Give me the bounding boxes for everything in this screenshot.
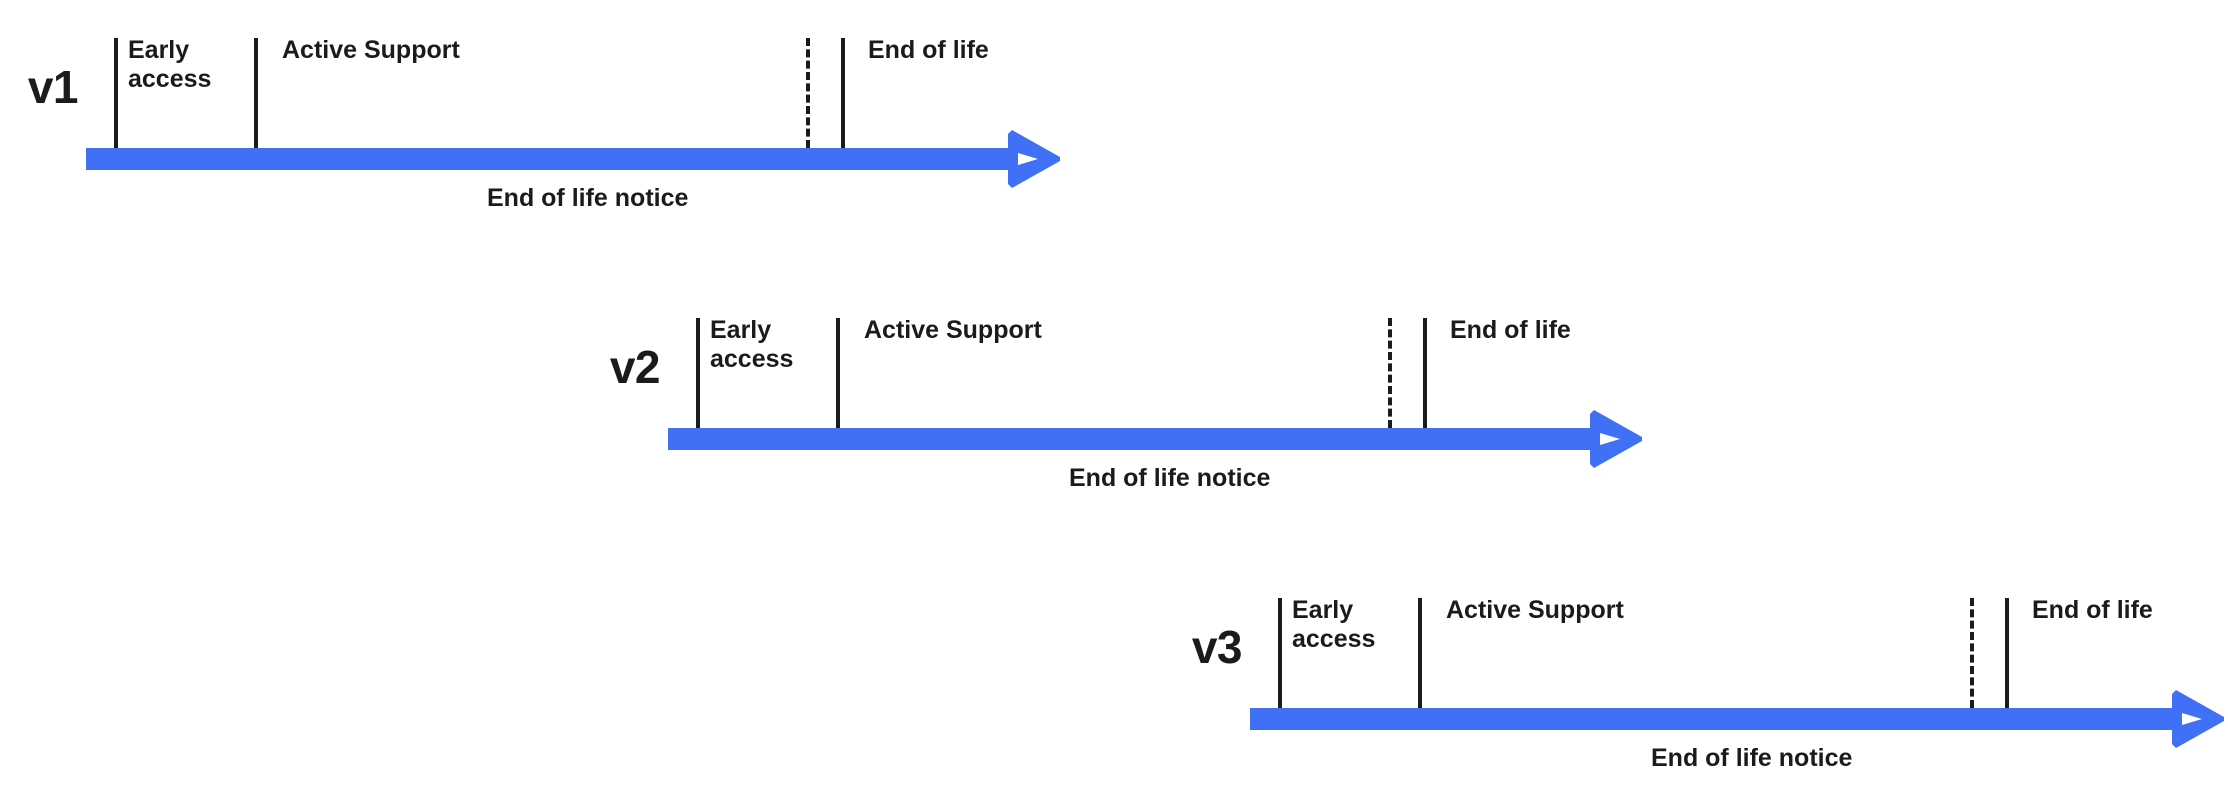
version-label-v1: v1 — [27, 61, 79, 113]
tick-active-support-start — [1418, 598, 1422, 708]
tick-active-support-start — [254, 38, 258, 148]
end-of-life-notice-label: End of life notice — [1069, 464, 1271, 492]
phase-label-early-access: Early access — [1292, 596, 1376, 653]
version-label-v2: v2 — [609, 341, 661, 393]
lifecycle-track-bar — [1250, 708, 2182, 730]
tick-active-support-start — [836, 318, 840, 428]
tick-end-of-life-start — [2005, 598, 2009, 708]
lifecycle-track-bar — [668, 428, 1600, 450]
tick-end-of-life-start — [841, 38, 845, 148]
phase-label-active-support: Active Support — [282, 36, 460, 64]
phase-label-active-support: Active Support — [1446, 596, 1624, 624]
tick-end-of-life-notice-dashed — [1970, 598, 1974, 708]
end-of-life-notice-label: End of life notice — [1651, 744, 1853, 772]
phase-label-end-of-life: End of life — [1450, 316, 1571, 344]
phase-label-early-access: Early access — [128, 36, 212, 93]
tick-end-of-life-notice-dashed — [1388, 318, 1392, 428]
tick-early-access-start — [696, 318, 700, 428]
phase-label-early-access: Early access — [710, 316, 794, 373]
phase-label-end-of-life: End of life — [2032, 596, 2153, 624]
tick-end-of-life-notice-dashed — [806, 38, 810, 148]
phase-label-end-of-life: End of life — [868, 36, 989, 64]
tick-early-access-start — [114, 38, 118, 148]
phase-label-active-support: Active Support — [864, 316, 1042, 344]
tick-end-of-life-start — [1423, 318, 1427, 428]
tick-early-access-start — [1278, 598, 1282, 708]
version-label-v3: v3 — [1191, 621, 1243, 673]
arrow-head-icon — [1002, 130, 1064, 188]
arrow-head-icon — [1584, 410, 1646, 468]
end-of-life-notice-label: End of life notice — [487, 184, 689, 212]
arrow-head-icon — [2166, 690, 2228, 748]
lifecycle-track-bar — [86, 148, 1018, 170]
